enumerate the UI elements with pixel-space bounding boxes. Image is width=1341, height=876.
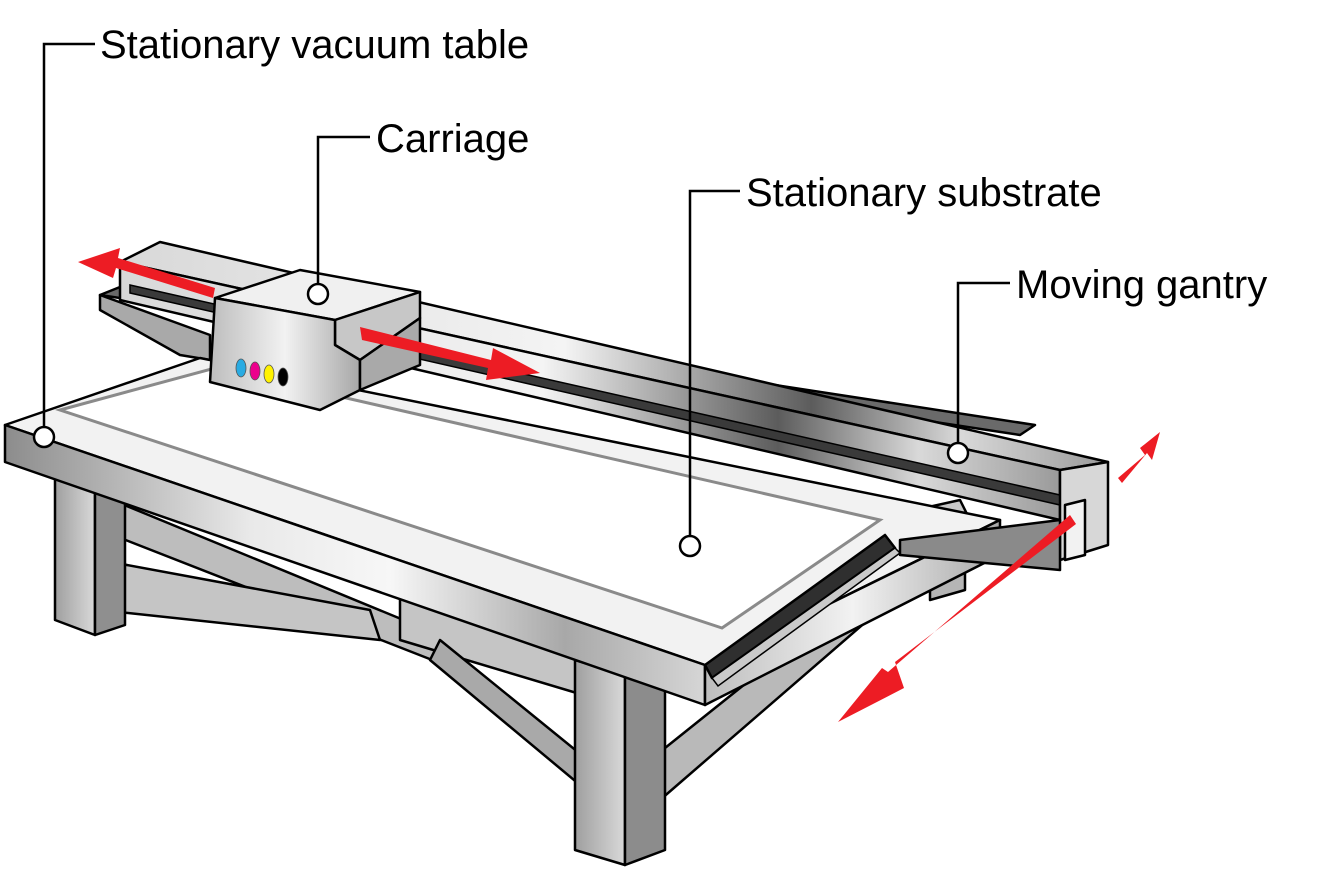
cyan-ink-dot bbox=[235, 358, 247, 378]
gantry-back-arrow bbox=[1118, 432, 1160, 483]
ink-dots bbox=[235, 358, 289, 387]
carriage-label: Carriage bbox=[376, 117, 529, 161]
vacuum-table-label: Stationary vacuum table bbox=[100, 23, 529, 67]
vacuum-table-anchor bbox=[32, 425, 56, 449]
yellow-ink-dot bbox=[263, 364, 275, 384]
callout-carriage: Carriage bbox=[306, 117, 529, 306]
gantry-anchor bbox=[946, 441, 970, 465]
carriage-anchor bbox=[306, 282, 330, 306]
black-ink-dot bbox=[277, 367, 289, 387]
substrate-label: Stationary substrate bbox=[746, 171, 1102, 215]
callout-vacuum-table: Stationary vacuum table bbox=[32, 23, 529, 449]
magenta-ink-dot bbox=[249, 361, 261, 381]
carriage-left-arrow bbox=[78, 248, 215, 298]
motion-arrows bbox=[78, 248, 1160, 722]
gantry-forward-arrow bbox=[838, 515, 1076, 722]
vacuum-table bbox=[3, 293, 1002, 707]
carriage-right-arrow bbox=[360, 327, 540, 380]
substrate-anchor bbox=[678, 534, 702, 558]
carriage bbox=[208, 268, 422, 412]
gantry-label: Moving gantry bbox=[1016, 263, 1267, 307]
callout-substrate: Stationary substrate bbox=[678, 171, 1102, 558]
callout-gantry: Moving gantry bbox=[946, 263, 1267, 465]
